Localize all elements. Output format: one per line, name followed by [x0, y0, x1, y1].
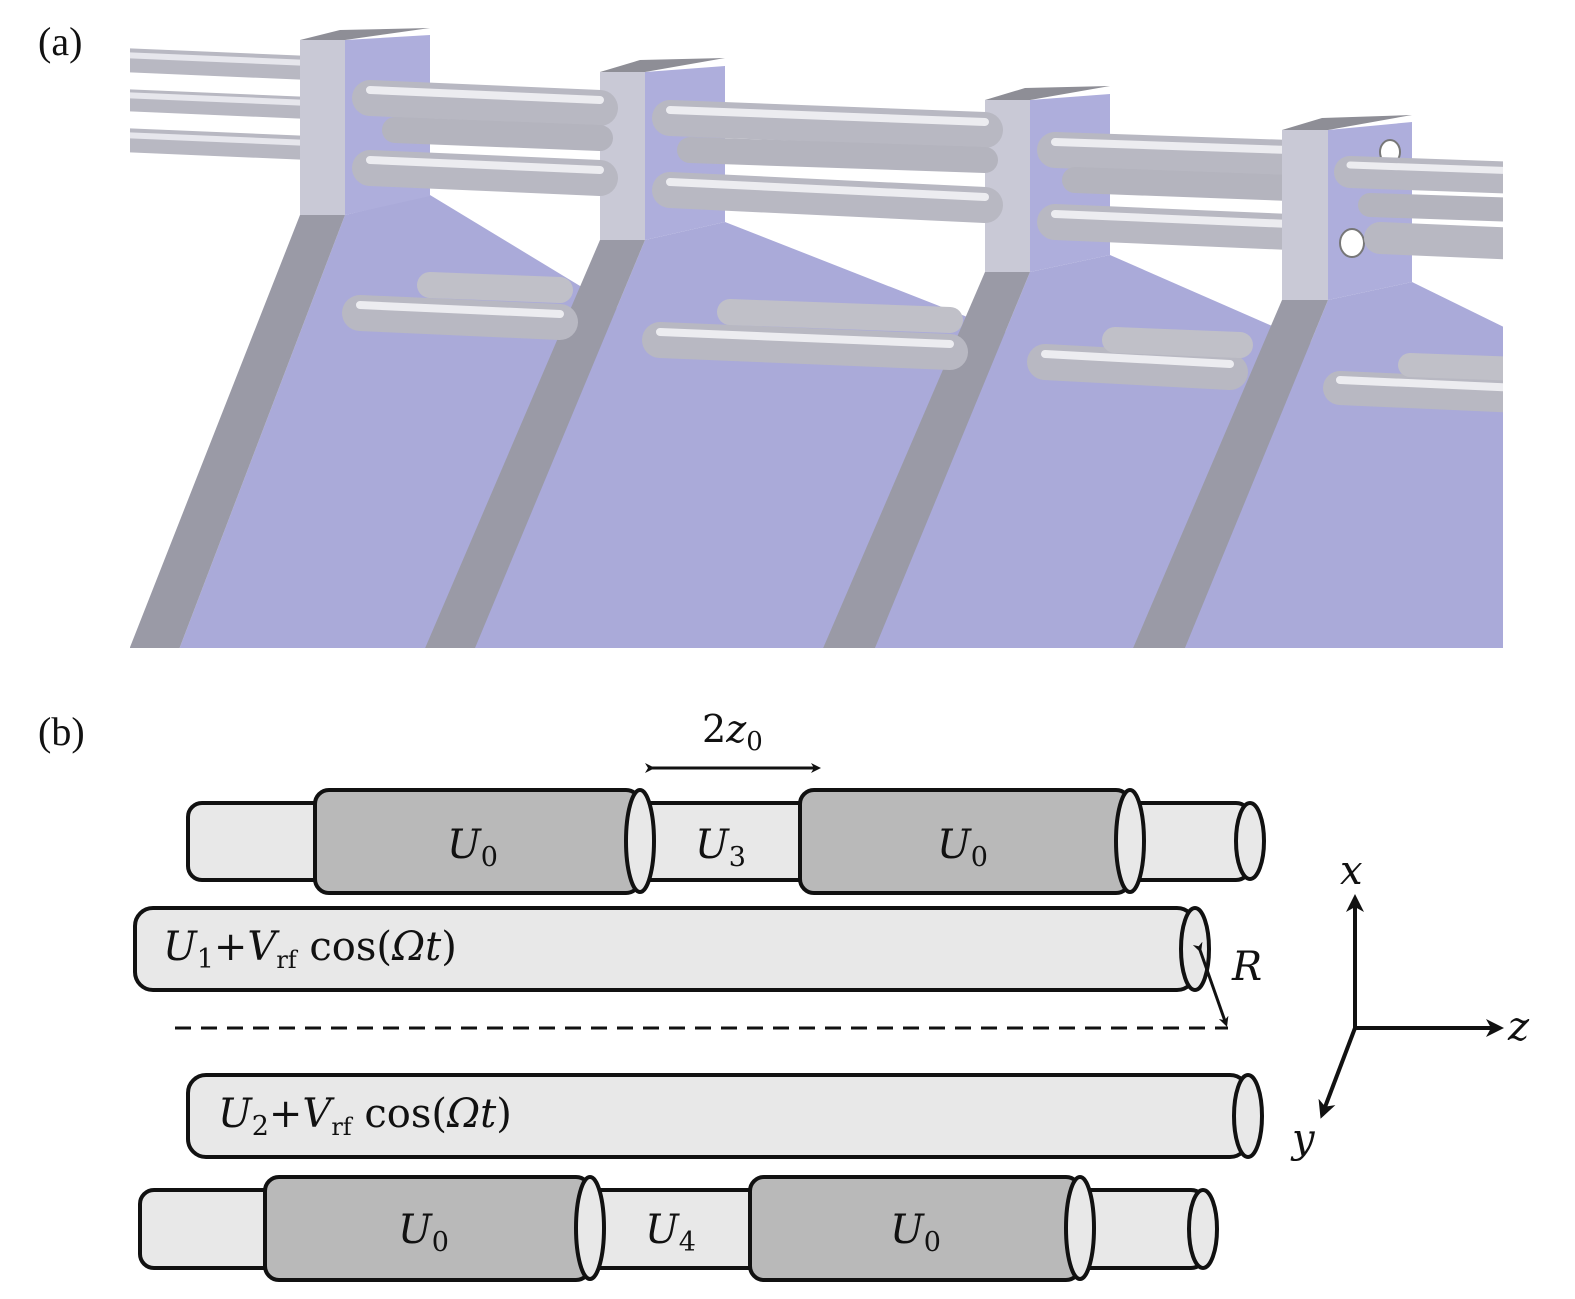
bottom-segmented-electrode	[138, 1175, 1219, 1282]
segment-u0-left	[263, 1175, 606, 1282]
rods-segment-3	[1027, 132, 1308, 390]
label-bottom-u0-left: U0	[398, 1207, 449, 1258]
label-radius: R	[1231, 944, 1262, 990]
rf-electrode-2	[186, 1073, 1264, 1159]
panel-label-b: (b)	[38, 709, 85, 754]
segment-u0-right	[748, 1175, 1096, 1282]
panel-a-render	[130, 28, 1503, 648]
rods-segment-4	[1323, 156, 1503, 413]
panel-b-schematic: 2z0 U0 U3 U0 U1+Vrf cos(Ωt) R	[133, 707, 1530, 1282]
segment-u0-right	[798, 788, 1146, 895]
label-top-u0-left: U0	[447, 822, 498, 873]
coordinate-axes	[1318, 894, 1504, 1119]
spacing-label: 2z0	[702, 707, 763, 757]
label-rf-electrode-2: U2+Vrf cos(Ωt)	[218, 1091, 512, 1142]
label-rf-electrode-1: U1+Vrf cos(Ωt)	[163, 924, 457, 975]
label-top-u3: U3	[695, 822, 746, 873]
rods-segment-1	[342, 80, 618, 340]
top-segmented-electrode	[186, 788, 1266, 895]
x-axis-label: x	[1340, 848, 1363, 894]
panel-label-a: (a)	[38, 19, 82, 64]
z-axis-label: z	[1507, 1004, 1530, 1050]
upper-rods-back	[130, 48, 322, 160]
y-axis-arrow	[1318, 1027, 1357, 1119]
radius-arrow	[1192, 941, 1229, 1027]
label-top-u0-right: U0	[937, 822, 988, 873]
rods-segment-2	[642, 100, 1003, 370]
segment-u0-left	[313, 788, 656, 895]
label-bottom-u4: U4	[645, 1207, 696, 1258]
y-axis-label: y	[1290, 1116, 1316, 1162]
label-bottom-u0-right: U0	[890, 1207, 941, 1258]
